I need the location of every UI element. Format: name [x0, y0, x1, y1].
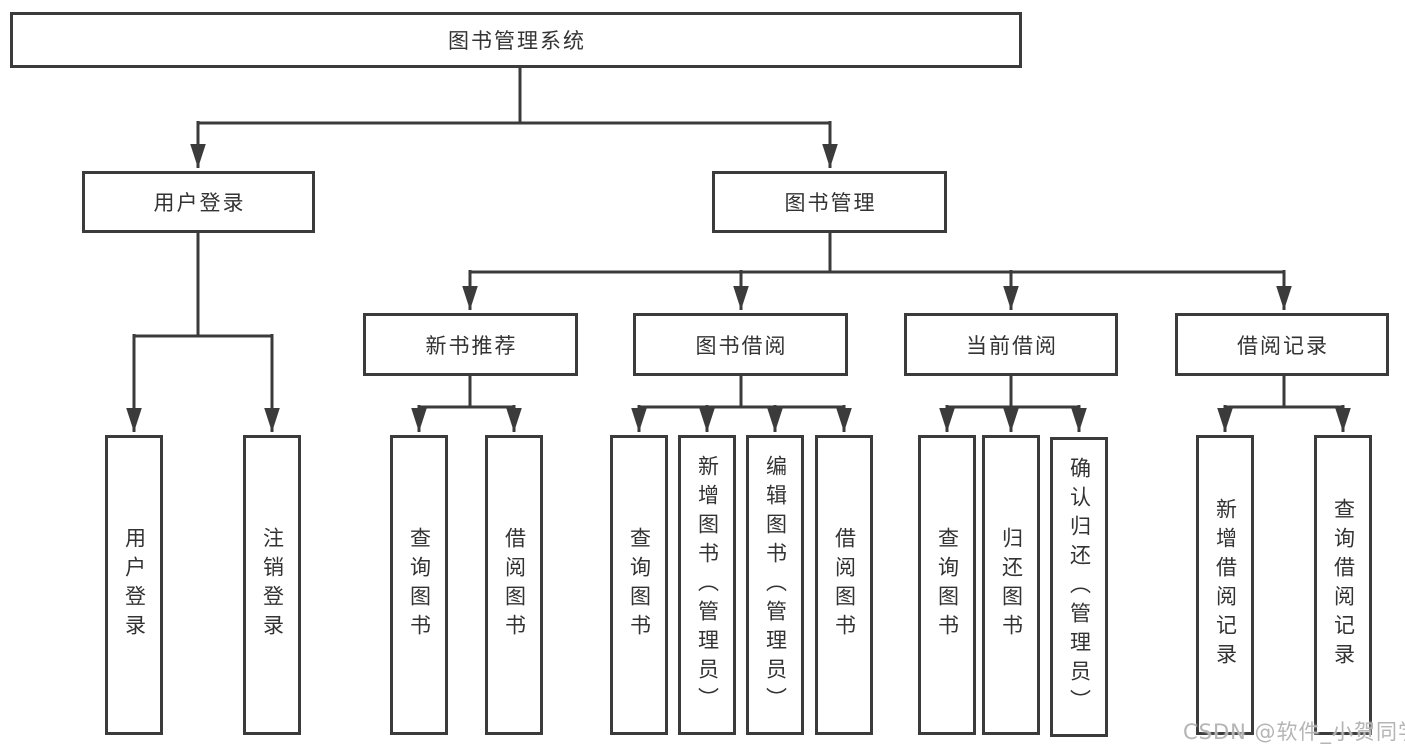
leaf-add-borrow-record: 新增借阅记录	[1196, 435, 1254, 735]
leaf-return-book: 归还图书	[982, 435, 1040, 735]
leaf-borrow-book: 借阅图书	[815, 435, 873, 735]
leaf-query-book-current: 查询图书	[918, 435, 976, 735]
node-book-borrow: 图书借阅	[633, 313, 848, 376]
node-label: 图书借阅	[695, 333, 788, 358]
node-label: 借阅记录	[1237, 333, 1329, 358]
leaf-borrow-book-recommend: 借阅图书	[485, 435, 543, 735]
node-borrow-records: 借阅记录	[1175, 313, 1389, 376]
node-label: 查询图书	[627, 527, 652, 643]
node-label: 当前借阅	[966, 333, 1058, 358]
node-label: 新书推荐	[425, 333, 518, 358]
node-label: 查询借阅记录	[1331, 498, 1356, 672]
node-label: 注销登录	[260, 527, 285, 643]
csdn-watermark: CSDN @软件_小贺同学	[1183, 720, 1405, 744]
node-label: 图书管理系统	[448, 29, 586, 53]
node-new-book-recommend: 新书推荐	[363, 313, 578, 376]
node-label: 用户登录	[153, 191, 246, 215]
node-label: 查询图书	[935, 527, 960, 643]
node-label: 编辑图书（管理员）	[763, 454, 788, 716]
leaf-query-book-recommend: 查询图书	[390, 435, 448, 735]
leaf-query-borrow-record: 查询借阅记录	[1314, 435, 1372, 735]
node-label: 查询图书	[407, 527, 432, 643]
leaf-query-book-borrow: 查询图书	[610, 435, 668, 735]
leaf-user-login: 用户登录	[105, 435, 163, 735]
node-label: 图书管理	[784, 191, 877, 215]
node-current-borrow: 当前借阅	[904, 313, 1118, 376]
node-label: 新增图书（管理员）	[695, 454, 720, 716]
node-library-management-system: 图书管理系统	[10, 12, 1022, 68]
node-label: 借阅图书	[502, 527, 527, 643]
leaf-edit-book-admin: 编辑图书（管理员）	[746, 435, 804, 735]
node-label: 归还图书	[999, 527, 1024, 643]
node-label: 确认归还（管理员）	[1067, 456, 1092, 718]
node-label: 借阅图书	[832, 527, 857, 643]
node-label: 新增借阅记录	[1213, 498, 1238, 672]
node-book-management: 图书管理	[712, 171, 947, 233]
node-label: 用户登录	[122, 527, 147, 643]
leaf-add-book-admin: 新增图书（管理员）	[678, 435, 736, 735]
leaf-logout-login: 注销登录	[243, 435, 301, 735]
node-user-login: 用户登录	[82, 171, 315, 233]
leaf-confirm-return-admin: 确认归还（管理员）	[1050, 437, 1108, 737]
